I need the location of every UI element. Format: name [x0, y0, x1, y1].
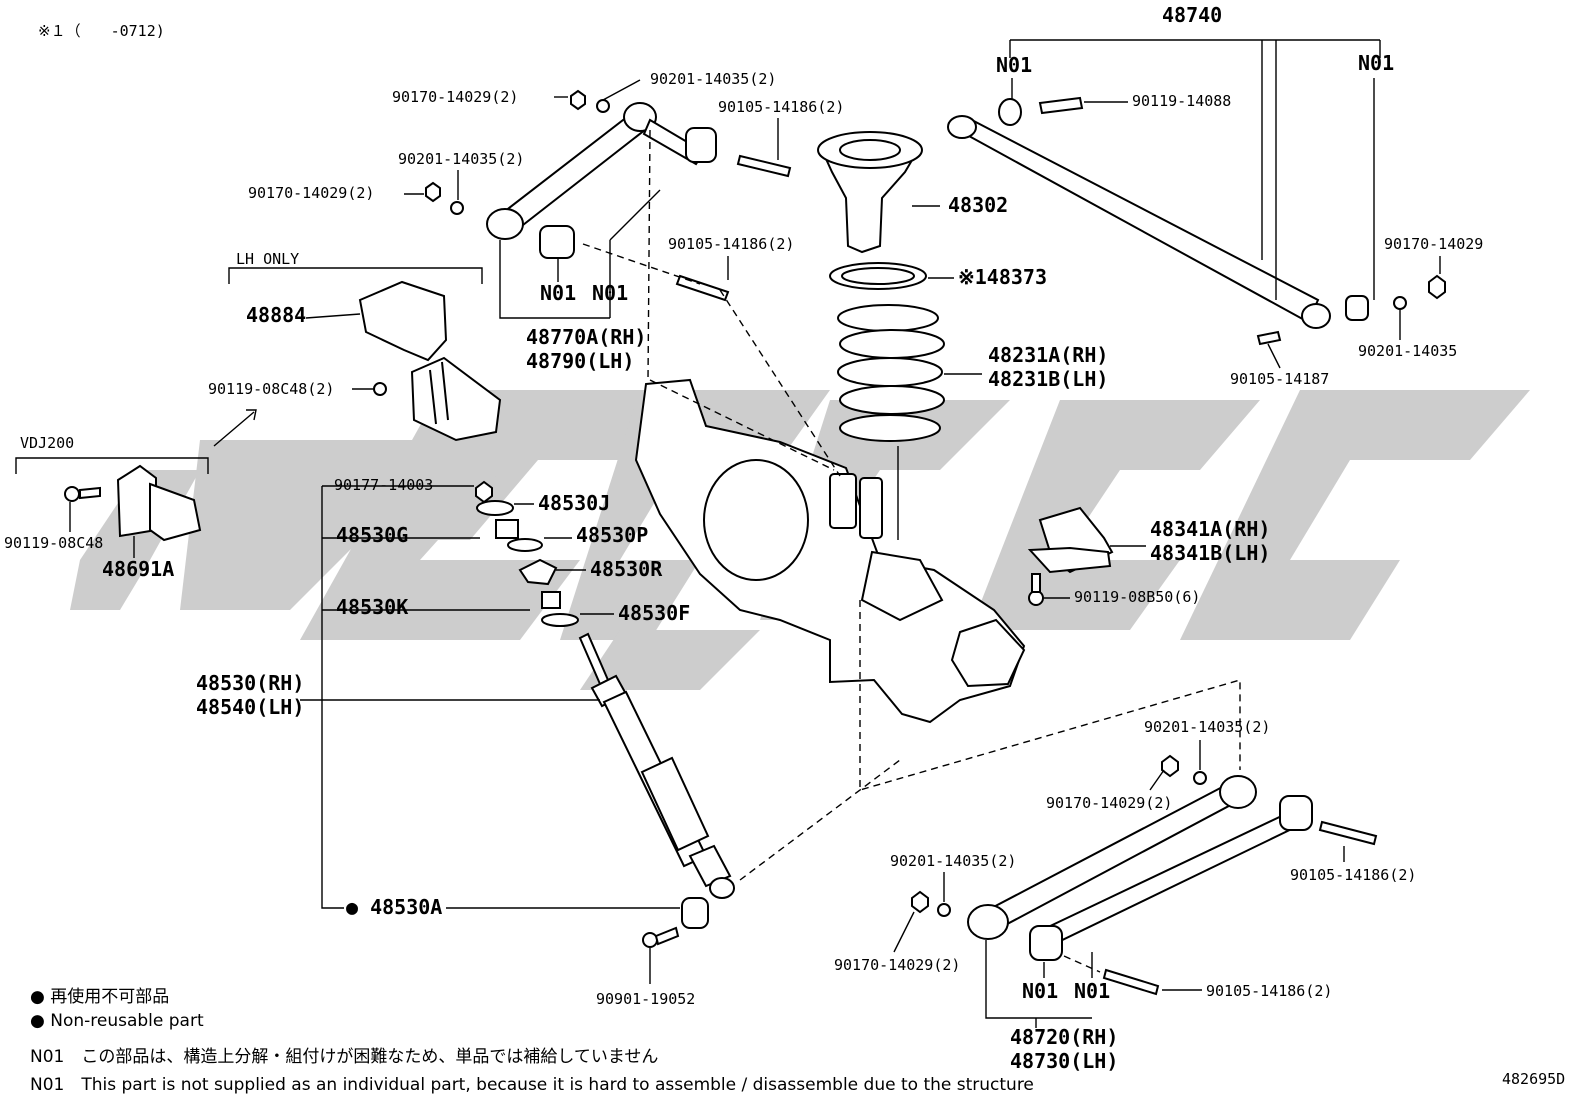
label-48302: 48302 [948, 193, 1008, 217]
figure-id: 482695D [1502, 1070, 1565, 1088]
legend-nonreusable-jp: ● 再使用不可部品 [30, 986, 169, 1007]
label-90105-14186-2c: 90105-14186(2) [1290, 866, 1416, 884]
label-48530r: 48530R [590, 557, 663, 581]
lower-control-arm [911, 754, 1378, 996]
label-n01-c: N01 [540, 281, 576, 305]
label-90201-14035-2a: 90201-14035(2) [650, 70, 776, 88]
axle-housing [634, 378, 1026, 724]
label-48530a: ● 48530A [346, 895, 442, 919]
lateral-control-rod [947, 96, 1446, 346]
label-90170-14029-2c: 90170-14029(2) [1046, 794, 1172, 812]
label-48341b: 48341B(LH) [1150, 541, 1270, 565]
label-48530j: 48530J [538, 491, 610, 515]
label-48730: 48730(LH) [1010, 1049, 1118, 1073]
label-48691a: 48691A [102, 557, 174, 581]
upper-control-arm [425, 89, 792, 302]
label-90119-14088: 90119-14088 [1132, 92, 1231, 110]
legend-n01-jp: N01 この部品は、構造上分解・組付けが困難なため、単品では補給していません [30, 1047, 658, 1067]
label-90170-14029-2a: 90170-14029(2) [392, 88, 518, 106]
label-90901-19052: 90901-19052 [596, 990, 695, 1008]
label-48530rh: 48530(RH) [196, 671, 304, 695]
label-n01-f: N01 [1074, 979, 1110, 1003]
label-90170-14029-r: 90170-14029 [1384, 235, 1483, 253]
label-90105-14186-2a: 90105-14186(2) [718, 98, 844, 116]
label-48740: 48740 [1162, 3, 1222, 27]
bump-stopper-48302 [817, 131, 923, 254]
label-n01-b: N01 [1358, 51, 1394, 75]
label-90201-14035-2b: 90201-14035(2) [398, 150, 524, 168]
label-90201-14035-2c: 90201-14035(2) [1144, 718, 1270, 736]
label-90119-08c48-2: 90119-08C48(2) [208, 380, 334, 398]
label-48530f: 48530F [618, 601, 690, 625]
bracket-48341 [1027, 506, 1114, 606]
header-note: ※１（ -0712) [38, 22, 165, 40]
label-90170-14029-2d: 90170-14029(2) [834, 956, 960, 974]
label-n01-d: N01 [592, 281, 628, 305]
label-48530p: 48530P [576, 523, 648, 547]
label-90105-14186-2b: 90105-14186(2) [668, 235, 794, 253]
label-90201-14035-2d: 90201-14035(2) [890, 852, 1016, 870]
label-48720: 48720(RH) [1010, 1025, 1118, 1049]
label-48884: 48884 [246, 303, 306, 327]
label-48231a: 48231A(RH) [988, 343, 1108, 367]
label-48373: ※148373 [958, 265, 1047, 289]
label-90170-14029-2b: 90170-14029(2) [248, 184, 374, 202]
label-48540lh: 48540(LH) [196, 695, 304, 719]
insulator-48373 [829, 262, 927, 290]
bracket-48884 [358, 280, 502, 442]
label-90201-14035-r: 90201-14035 [1358, 342, 1457, 360]
label-n01-e: N01 [1022, 979, 1058, 1003]
label-n01-a: N01 [996, 53, 1032, 77]
label-48231b: 48231B(LH) [988, 367, 1108, 391]
protector-48691a [64, 464, 202, 542]
label-90105-14187: 90105-14187 [1230, 370, 1329, 388]
legend-n01-en: N01 This part is not supplied as an indi… [30, 1075, 1034, 1095]
label-90177-14003: 90177-14003 [334, 476, 433, 494]
legend-nonreusable-en: ● Non-reusable part [30, 1011, 204, 1031]
label-48341a: 48341A(RH) [1150, 517, 1270, 541]
label-48530g: 48530G [336, 523, 408, 547]
label-90119-08c48: 90119-08C48 [4, 534, 103, 552]
label-48790: 48790(LH) [526, 349, 634, 373]
label-48770: 48770A(RH) [526, 325, 646, 349]
coil-spring-48231 [837, 304, 945, 442]
label-48530k: 48530K [336, 595, 408, 619]
label-lh-only: LH ONLY [236, 250, 299, 268]
label-90119-08b50: 90119-08B50(6) [1074, 588, 1200, 606]
shock-absorber [475, 480, 735, 948]
label-vdj200: VDJ200 [20, 434, 74, 452]
label-90105-14186-2d: 90105-14186(2) [1206, 982, 1332, 1000]
